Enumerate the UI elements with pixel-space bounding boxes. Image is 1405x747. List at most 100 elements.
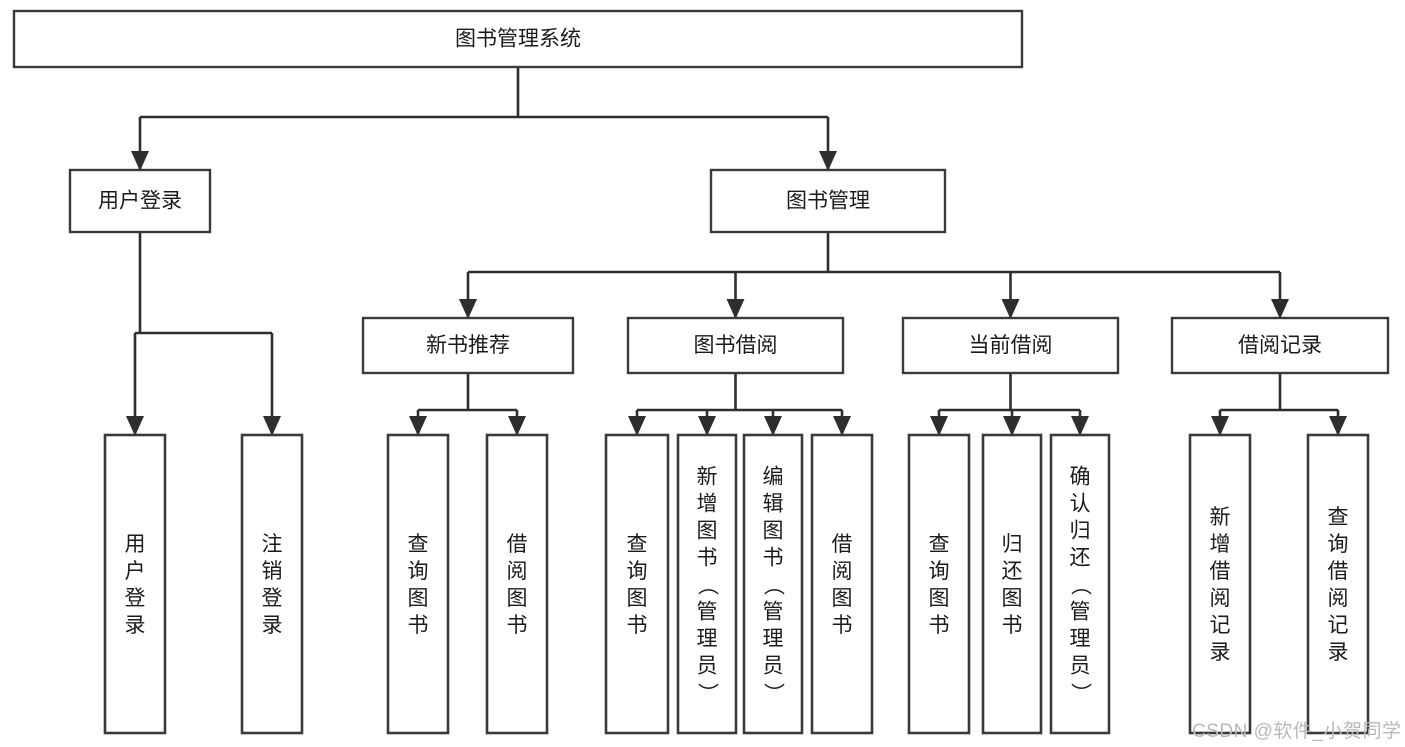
connector-layer: [126, 67, 1347, 436]
node-leaf-query-book-2-rect: [604, 433, 670, 735]
node-leaf-query-book-1-rect: [386, 433, 450, 735]
node-leaf-add-borrow-record-char: 记: [1210, 614, 1231, 637]
node-leaf-query-borrow-record-char: 阅: [1328, 587, 1349, 610]
node-root-rect: [12, 9, 1024, 69]
node-leaf-confirm-return-admin-char: 管: [1070, 601, 1091, 624]
node-leaf-edit-book-admin-char: 书: [763, 547, 784, 570]
node-leaf-edit-book-admin-char: 管: [763, 601, 784, 624]
node-leaf-add-borrow-record-char: 录: [1210, 641, 1231, 664]
node-leaf-borrow-book-1-char: 借: [507, 533, 528, 556]
node-leaf-return-book-char: 书: [1002, 614, 1023, 637]
node-book-borrow-rect: [626, 316, 845, 375]
node-leaf-query-book-3-char: 询: [929, 560, 950, 583]
arrow-head-icon: [1003, 416, 1021, 436]
node-new-book-recommend-label: 新书推荐: [426, 334, 510, 357]
node-leaf-add-book-admin-char: 理: [697, 628, 718, 651]
node-leaf-edit-book-admin-char: 辑: [763, 493, 784, 516]
node-leaf-confirm-return-admin-rect: [1049, 433, 1111, 735]
node-borrow-record[interactable]: 借阅记录: [1170, 316, 1390, 375]
node-new-book-recommend-rect: [361, 316, 575, 375]
node-leaf-edit-book-admin-char: 编: [763, 466, 784, 489]
node-leaf-borrow-book-2-char: 阅: [832, 560, 853, 583]
node-new-book-recommend[interactable]: 新书推荐: [361, 316, 575, 375]
node-leaf-borrow-book-1-char: 阅: [507, 560, 528, 583]
node-book-manage-label: 图书管理: [786, 190, 870, 213]
node-root[interactable]: 图书管理系统: [12, 9, 1024, 69]
node-leaf-borrow-book-2-char: 借: [832, 533, 853, 556]
node-leaf-confirm-return-admin-char: 归: [1070, 520, 1091, 543]
node-leaf-return-book-rect: [981, 433, 1043, 735]
node-leaf-user-logout-char: 注: [262, 533, 283, 556]
node-book-manage[interactable]: 图书管理: [709, 168, 947, 234]
node-leaf-query-book-3-char: 图: [929, 587, 950, 610]
node-leaf-query-book-2-char: 书: [627, 614, 648, 637]
arrow-head-icon: [1001, 299, 1020, 319]
arrow-head-icon: [263, 416, 281, 436]
node-borrow-record-rect: [1170, 316, 1390, 375]
node-leaf-query-book-3-rect: [907, 433, 971, 735]
node-current-borrow-label: 当前借阅: [969, 334, 1053, 357]
node-leaf-add-book-admin-char: 管: [697, 601, 718, 624]
node-leaf-query-borrow-record-char: 录: [1328, 641, 1349, 664]
node-leaf-edit-book-admin-char: 理: [763, 628, 784, 651]
node-book-borrow[interactable]: 图书借阅: [626, 316, 845, 375]
node-leaf-borrow-book-1-char: 书: [507, 614, 528, 637]
arrow-head-icon: [1211, 416, 1229, 436]
arrow-head-icon: [930, 416, 948, 436]
node-leaf-edit-book-admin-char: ）: [762, 683, 785, 704]
node-leaf-add-book-admin-char: 增: [697, 493, 718, 516]
arrow-head-icon: [409, 416, 427, 436]
node-leaf-user-logout-char: 登: [262, 587, 283, 610]
node-leaf-add-borrow-record-char: 阅: [1210, 587, 1231, 610]
node-leaf-return-book-char: 还: [1002, 560, 1023, 583]
arrow-head-icon: [764, 416, 782, 436]
node-leaf-query-borrow-record-rect: [1306, 433, 1370, 735]
node-leaf-add-book-admin-char: 员: [697, 655, 718, 678]
node-leaf-query-borrow-record-char: 询: [1328, 533, 1349, 556]
node-leaf-edit-book-admin-char: （: [762, 575, 785, 596]
arrow-head-icon: [726, 299, 745, 319]
node-leaf-add-book-admin-rect: [676, 433, 738, 735]
node-leaf-add-borrow-record-char: 新: [1210, 506, 1231, 529]
node-root-label: 图书管理系统: [455, 28, 581, 51]
node-leaf-query-book-1-char: 询: [408, 560, 429, 583]
node-leaf-return-book-char: 图: [1002, 587, 1023, 610]
node-leaf-query-book-1-char: 图: [408, 587, 429, 610]
node-leaf-user-login-rect: [103, 433, 167, 735]
node-leaf-query-book-1-char: 书: [408, 614, 429, 637]
node-leaf-user-login-char: 用: [125, 533, 146, 556]
node-user-login[interactable]: 用户登录: [68, 168, 212, 234]
node-user-login-label: 用户登录: [98, 190, 182, 213]
node-book-borrow-label: 图书借阅: [694, 334, 778, 357]
node-leaf-add-book-admin-char: 书: [697, 547, 718, 570]
node-borrow-record-label: 借阅记录: [1238, 334, 1322, 357]
node-leaf-user-login[interactable]: 用户登录: [103, 433, 167, 735]
node-leaf-user-login-char: 录: [125, 614, 146, 637]
arrow-head-icon: [698, 416, 716, 436]
arrow-head-icon: [459, 299, 477, 319]
node-current-borrow[interactable]: 当前借阅: [901, 316, 1120, 375]
node-leaf-query-book-2-char: 查: [627, 533, 648, 556]
arrow-head-icon: [1071, 416, 1089, 436]
node-leaf-edit-book-admin-char: 图: [763, 520, 784, 543]
node-leaf-confirm-return-admin-char: 确: [1070, 466, 1091, 489]
node-leaf-user-login-char: 户: [125, 560, 146, 583]
arrow-head-icon: [131, 151, 149, 171]
node-leaf-query-book-1-char: 查: [408, 533, 429, 556]
box-layer: 图书管理系统用户登录图书管理新书推荐图书借阅当前借阅借阅记录用户登录注销登录查询…: [12, 9, 1390, 735]
node-leaf-user-logout-char: 录: [262, 614, 283, 637]
